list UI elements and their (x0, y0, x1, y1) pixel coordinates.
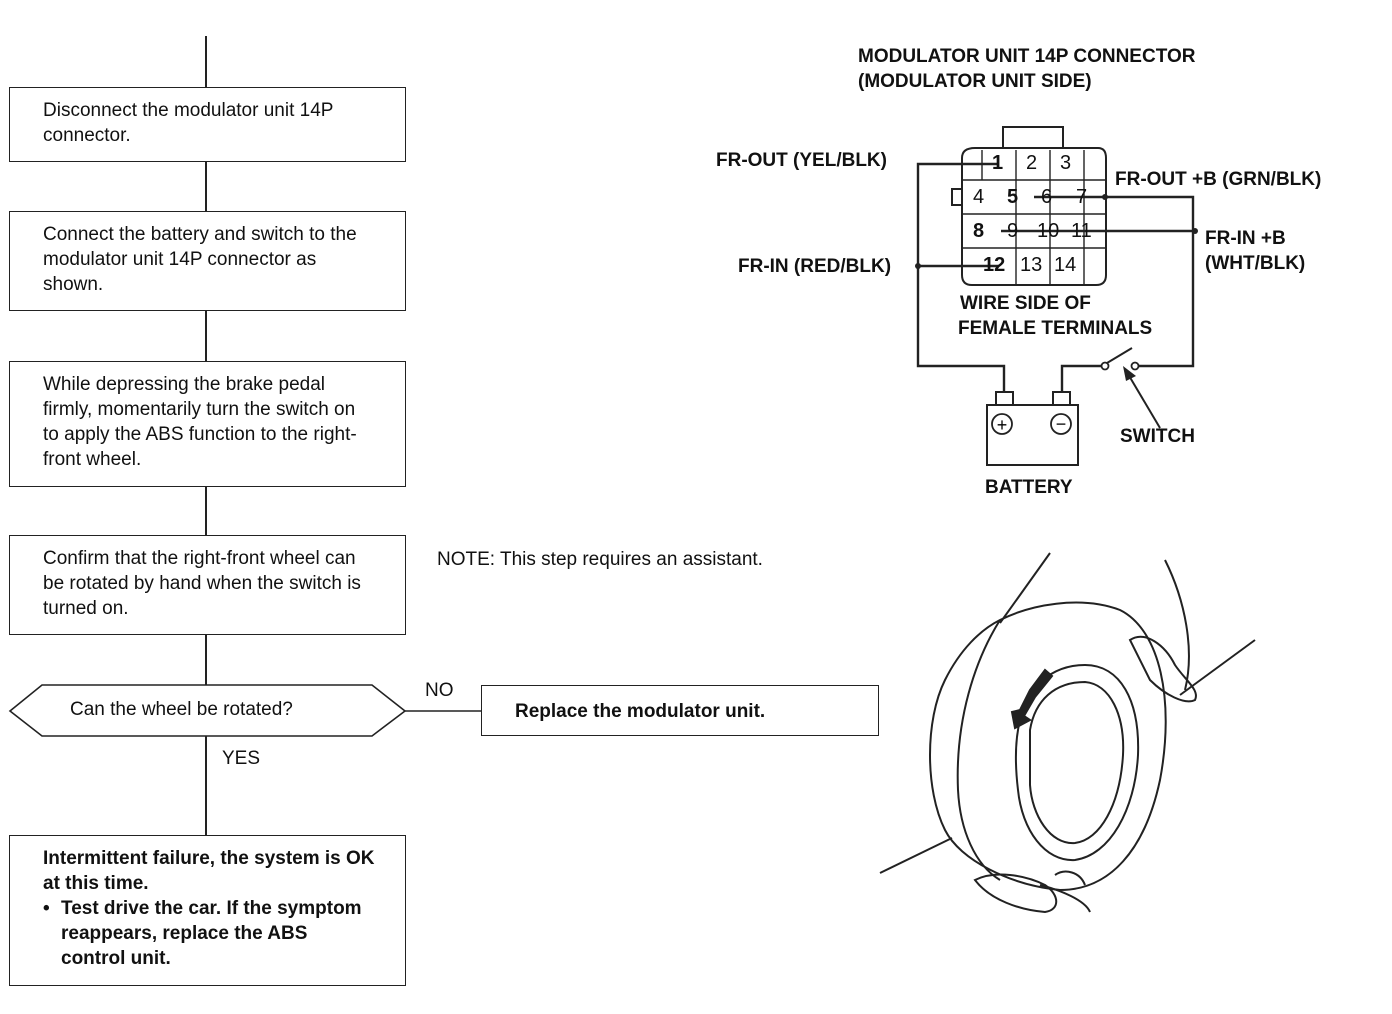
pin-1: 1 (992, 152, 1004, 174)
connector-side-tab (951, 188, 963, 206)
wire-dot-fr-in-b (1192, 228, 1198, 234)
flow-replace-modulator: Replace the modulator unit. (481, 685, 879, 736)
wheel-illustration (879, 552, 1256, 914)
minus-sign: − (1056, 414, 1067, 434)
pin-14: 14 (1054, 254, 1077, 276)
bullet-mark: • (43, 898, 50, 919)
decision-text: Can the wheel be rotated? (70, 699, 293, 720)
connector-title-2: (MODULATOR UNIT SIDE) (858, 71, 1092, 92)
switch-pointer-head (1123, 366, 1136, 381)
pin-3: 3 (1060, 152, 1072, 174)
wire-dot-fr-in-left (915, 263, 921, 269)
tire-inner (1014, 663, 1140, 862)
leader-line-top (999, 552, 1051, 624)
hand-bottom-right (1054, 870, 1086, 886)
flow-line-2-3 (205, 310, 207, 361)
flow-line-top (205, 36, 207, 88)
label-wire-side-1: WIRE SIDE OF (960, 293, 1091, 314)
pin-5: 5 (1007, 186, 1019, 208)
rim (1029, 680, 1125, 845)
wire-battery-switch (1060, 364, 1105, 392)
switch-contact-left (1100, 361, 1110, 371)
minus-icon (1050, 413, 1072, 435)
pin-7: 7 (1076, 186, 1088, 208)
pin-6: 6 (1041, 186, 1053, 208)
connector-latch (1002, 126, 1064, 149)
rotation-arrow-icon (1010, 668, 1054, 730)
result-bullet-text: Test drive the car. If the symptom reapp… (61, 898, 362, 969)
pin-12: 12 (983, 254, 1006, 276)
pin-10: 10 (1037, 220, 1060, 242)
label-fr-in-left: FR-IN (RED/BLK) (738, 256, 892, 277)
pin-8: 8 (973, 220, 985, 242)
switch-lever (1106, 347, 1133, 364)
wire-dot-fr-out-b (1102, 194, 1108, 200)
label-wire-side-2: FEMALE TERMINALS (958, 318, 1153, 339)
no-label: NO (425, 680, 454, 701)
wires (916, 162, 1195, 392)
tire-outer (929, 601, 1167, 892)
pin-4: 4 (973, 186, 985, 208)
flow-line-1-2 (205, 161, 207, 211)
flow-step-disconnect: Disconnect the modulator unit 14P connec… (9, 87, 406, 162)
pin-2: 2 (1026, 152, 1038, 174)
yes-label: YES (222, 748, 261, 769)
label-switch: SWITCH (1120, 426, 1195, 447)
wire-fr-out-b (1034, 195, 1195, 368)
label-battery: BATTERY (985, 477, 1073, 498)
label-fr-in-right-2: (WHT/BLK) (1205, 253, 1306, 274)
arm-top-right (1164, 559, 1190, 691)
battery-terminal-plus (995, 391, 1014, 406)
label-fr-out-left: FR-OUT (YEL/BLK) (716, 150, 887, 171)
result-text: Intermittent failure, the system is OK a… (43, 848, 375, 894)
wire-fr-out (916, 162, 1006, 392)
tire-tread-edge (956, 619, 1001, 881)
flow-step-connect: Connect the battery and switch to the mo… (9, 211, 406, 311)
label-fr-in-right-1: FR-IN +B (1205, 228, 1286, 249)
flow-step-depress: While depressing the brake pedal firmly,… (9, 361, 406, 487)
pin-9: 9 (1007, 220, 1019, 242)
plus-icon (991, 413, 1013, 435)
pin-11: 11 (1071, 220, 1092, 242)
flow-result: Intermittent failure, the system is OK a… (9, 835, 406, 986)
flow-line-4-dec (205, 634, 207, 686)
plus-sign: + (997, 415, 1008, 435)
pin-13: 13 (1020, 254, 1043, 276)
note-text: NOTE: This step requires an assistant. (437, 549, 763, 570)
result-bullet-row: • Test drive the car. If the symptom rea… (43, 896, 375, 971)
connector-title-1: MODULATOR UNIT 14P CONNECTOR (858, 46, 1196, 67)
switch-contact-right (1130, 361, 1140, 371)
connector-housing (961, 147, 1107, 286)
battery-terminal-minus (1052, 391, 1071, 406)
flow-line-dec-result (205, 736, 207, 835)
switch-pointer (1127, 373, 1161, 429)
flow-step-confirm: Confirm that the right-front wheel can b… (9, 535, 406, 635)
hand-bottom (973, 873, 1058, 914)
leader-line-bottom (879, 837, 953, 874)
hand-top-right (1128, 635, 1197, 703)
arm-bottom (1039, 884, 1091, 913)
label-fr-out-right: FR-OUT +B (GRN/BLK) (1115, 169, 1322, 190)
flow-line-3-4 (205, 486, 207, 536)
